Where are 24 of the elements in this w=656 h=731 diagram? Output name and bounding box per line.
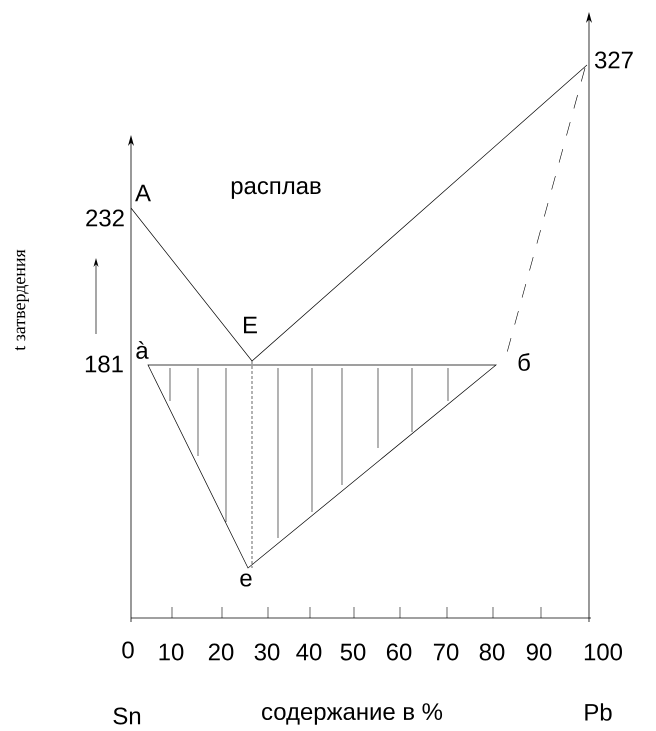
tick-label: 40 bbox=[296, 644, 322, 660]
component-label: Sn bbox=[113, 708, 140, 724]
temperature-value: 327 bbox=[594, 52, 633, 68]
point-label: A bbox=[135, 184, 151, 202]
temperature-value: 232 bbox=[86, 210, 124, 226]
point-label: E bbox=[244, 316, 257, 334]
point-label: e bbox=[240, 573, 252, 587]
axis-title: t затвердения bbox=[15, 250, 29, 351]
temperature-value: 181 bbox=[86, 356, 123, 372]
axis-title: содержание в % bbox=[262, 703, 442, 725]
tick-label: 20 bbox=[208, 644, 234, 660]
tick-label: 0 bbox=[122, 642, 134, 658]
tick-label: 30 bbox=[254, 644, 280, 660]
tick-label: 10 bbox=[160, 644, 184, 660]
point-label: à bbox=[136, 341, 149, 359]
point-label: б bbox=[518, 353, 530, 371]
component-label: Pb bbox=[585, 703, 612, 721]
tick-label: 50 bbox=[340, 644, 366, 660]
region-label: расплав bbox=[232, 181, 321, 199]
tick-label: 60 bbox=[386, 644, 412, 660]
tick-label: 90 bbox=[526, 644, 552, 660]
tick-label: 80 bbox=[480, 644, 504, 660]
tick-label: 100 bbox=[584, 644, 622, 660]
tick-label: 70 bbox=[434, 644, 458, 660]
